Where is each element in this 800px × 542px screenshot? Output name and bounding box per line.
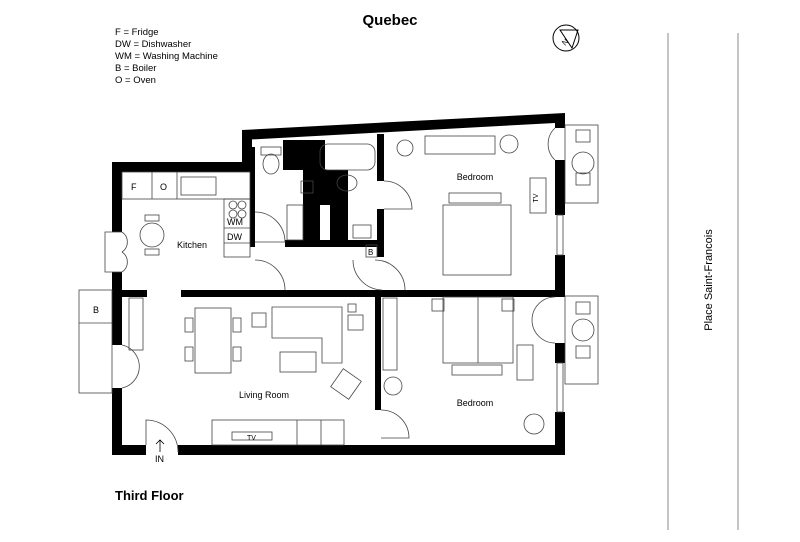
legend-item: O = Oven [115,75,156,86]
compass-label: N [560,37,571,48]
washing-machine-label: WM [227,217,243,227]
floor-label: Third Floor [115,488,184,503]
bedroom-top: TV Bedroom [396,124,599,276]
room-label-bedroom: Bedroom [457,398,494,408]
living-room: B Living Room TV IN [78,289,364,464]
room-label-bedroom: Bedroom [457,172,494,182]
fridge-label: F [131,182,137,192]
room-label-living-room: Living Room [239,390,289,400]
legend-item: B = Boiler [115,63,156,74]
legend-item: WM = Washing Machine [115,51,218,62]
walls [112,113,565,455]
legend: F = Fridge DW = Dishwasher WM = Washing … [115,27,218,86]
legend-item: F = Fridge [115,27,159,38]
bedroom-bottom: Bedroom [380,295,599,439]
boiler-label: B [93,305,99,315]
boiler-label: B [368,248,373,257]
bathrooms: B [254,143,413,291]
oven-label: O [160,182,167,192]
room-label-kitchen: Kitchen [177,240,207,250]
tv-label: TV [533,193,540,202]
dishwasher-label: DW [227,232,242,242]
tv-label: TV [247,435,256,442]
compass-icon: N [552,24,580,52]
street-label: Place Saint-Francois [703,229,715,331]
plan-title: Quebec [362,12,417,29]
kitchen: F O WM DW Kitchen [104,171,251,273]
entrance-arrow-icon [155,439,165,452]
legend-item: DW = Dishwasher [115,39,191,50]
entrance-label: IN [155,454,164,464]
